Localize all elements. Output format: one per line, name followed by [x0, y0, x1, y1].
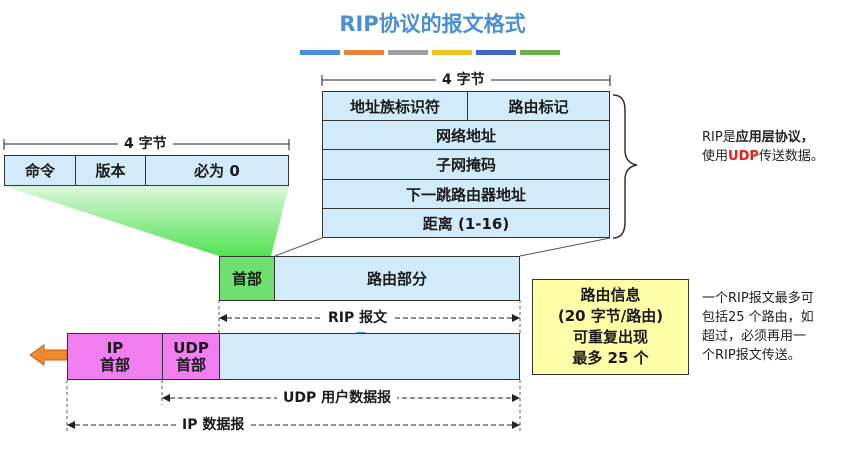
- rip-header-block: 首部: [219, 256, 275, 301]
- ip-datagram-label: IP 数据报: [176, 416, 251, 434]
- route-section-block: 路由部分: [274, 256, 520, 301]
- header-width-label: 4 字节: [118, 135, 173, 153]
- field-version: 版本: [75, 155, 146, 186]
- field-next-hop: 下一跳路由器地址: [322, 179, 610, 209]
- udp-header-line2: 首部: [175, 355, 206, 374]
- udp-datagram-label: UDP 用户数据报: [277, 389, 398, 407]
- route-info-line4: 最多 25 个: [572, 349, 649, 367]
- udp-header-block: UDP 首部: [162, 333, 220, 380]
- ip-header-block: IP 首部: [67, 333, 163, 380]
- udp-data-block: [219, 333, 520, 380]
- route-limit-note: 一个RIP报文最多可 包括25 个路由，如 超过，必须再用一 个RIP报文传送。: [702, 291, 814, 363]
- left-arrow: [29, 344, 68, 366]
- rip-protocol-note: RIP是应用层协议， 使用UDP传送数据。: [702, 130, 824, 164]
- field-route-tag: 路由标记: [467, 91, 610, 121]
- ip-header-line2: 首部: [99, 355, 130, 374]
- route-connector-right: [519, 237, 611, 257]
- ip-header-line1: IP: [106, 338, 124, 357]
- curly-brace: [612, 94, 638, 239]
- route-info-box: 路由信息 (20 字节/路由) 可重复出现 最多 25 个: [532, 279, 689, 375]
- title-bar-2: [344, 50, 384, 55]
- route-info-line3: 可重复出现: [572, 328, 648, 346]
- title-bar-4: [432, 50, 472, 55]
- field-network-address: 网络地址: [322, 120, 610, 150]
- field-address-family: 地址族标识符: [322, 91, 468, 121]
- route-info-line2: (20 字节/路由): [557, 307, 664, 325]
- field-distance: 距离 (1-16): [322, 208, 610, 238]
- field-subnet-mask: 子网掩码: [322, 149, 610, 180]
- entry-width-label: 4 字节: [436, 71, 491, 89]
- title-bar-5: [476, 50, 516, 55]
- route-info-line1: 路由信息: [580, 286, 641, 304]
- udp-header-line1: UDP: [173, 338, 209, 357]
- rip-message-label: RIP 报文: [322, 309, 394, 327]
- field-must-be-zero: 必为 0: [145, 155, 289, 186]
- header-funnel: [4, 186, 289, 256]
- title-bar-3: [388, 50, 428, 55]
- page-title: RIP协议的报文格式: [339, 12, 526, 36]
- route-connector-left: [274, 237, 323, 257]
- title-bar-1: [300, 50, 340, 55]
- field-command: 命令: [4, 155, 76, 186]
- title-bar-6: [520, 50, 560, 55]
